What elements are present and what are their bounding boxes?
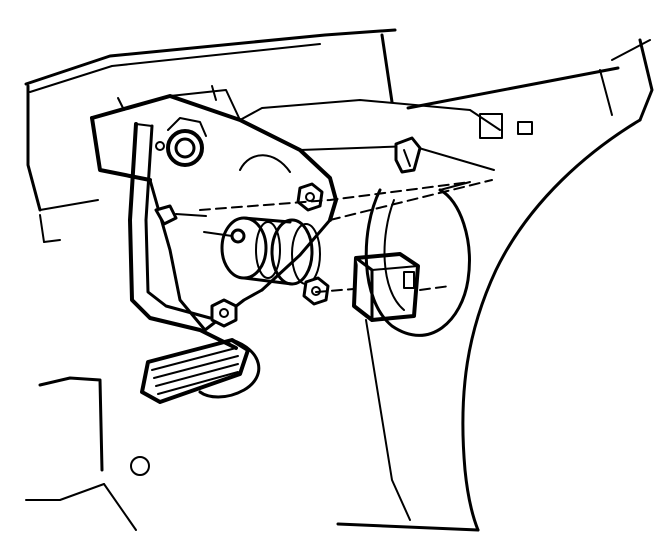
dash-top-inner-edge [29, 43, 321, 93]
retaining-clip [394, 136, 422, 174]
pivot-hub-outer [166, 129, 204, 167]
pivot-bolt-shaft [175, 213, 207, 217]
bracket-bolt-hole [155, 141, 165, 151]
pivot-bolt-end [154, 204, 178, 226]
switch-body-rear [270, 218, 314, 286]
clip-slot [403, 149, 411, 167]
bracket-tab-left [117, 97, 125, 111]
nut-left-hole [219, 308, 229, 318]
floor-hole [130, 456, 150, 476]
switch-body-top [242, 216, 292, 224]
nut-upper [296, 182, 324, 212]
bracket-top-tab [169, 89, 241, 121]
pedal-arm-top [135, 123, 153, 127]
kick-panel [336, 118, 642, 532]
support-housing [364, 181, 471, 337]
connector-latch [403, 271, 415, 289]
pad-rib-4 [157, 371, 239, 395]
dash-right-upper [406, 66, 620, 110]
brake-pedal-pad [140, 338, 261, 404]
bracket-tab-right [211, 85, 217, 101]
pivot-nut-flats [167, 117, 207, 137]
fasteners [154, 182, 330, 328]
dashed-line-lower [329, 179, 493, 221]
nut-left [210, 298, 238, 328]
nut-upper-hole [305, 192, 315, 202]
connector-top-edge [371, 265, 419, 271]
floor-panel-outline [38, 376, 104, 472]
housing-outer-curve [364, 188, 471, 337]
switch-plunger-shaft [203, 231, 233, 237]
bracket-right-side [260, 218, 332, 292]
floor-panel [25, 376, 150, 531]
floor-seam [103, 483, 137, 531]
floor-panel-lower [25, 483, 105, 501]
dashed-line-upper [199, 181, 471, 211]
kick-panel-curve [461, 118, 642, 532]
brake-pedal-arm [128, 122, 238, 350]
switch-body-ring [255, 221, 281, 279]
dash-right-corner [611, 39, 651, 61]
dashed-line-connector [419, 285, 451, 291]
pad-rib-2 [153, 355, 239, 379]
dash-clip [479, 113, 503, 139]
bracket-cutout [239, 154, 291, 173]
pad-rib-3 [155, 363, 239, 387]
clip-body [394, 136, 422, 174]
pedal-arm-outer [128, 122, 238, 350]
wiring-connector [352, 252, 420, 322]
dash-right-return [638, 38, 654, 122]
dash-outline [24, 28, 654, 243]
pivot-hub-inner [174, 137, 196, 159]
bracket-rear-flange [239, 99, 501, 131]
housing-inner-curve [383, 199, 405, 311]
dash-right-slot [599, 69, 613, 116]
floor-edge [336, 522, 480, 532]
left-ledge [39, 199, 99, 211]
dash-small-slot-1 [517, 121, 533, 135]
pedal-arm-inner [144, 124, 212, 320]
left-wall-edge [26, 84, 42, 212]
dash-top-edge [24, 28, 397, 86]
panel-fold-line [365, 319, 411, 521]
pad-rib-1 [151, 347, 237, 371]
dash-vertical-seam [380, 33, 394, 104]
pad-shadow [198, 338, 261, 399]
left-notch [39, 214, 45, 243]
housing-top-edge [439, 181, 471, 191]
left-notch-base [43, 239, 61, 243]
